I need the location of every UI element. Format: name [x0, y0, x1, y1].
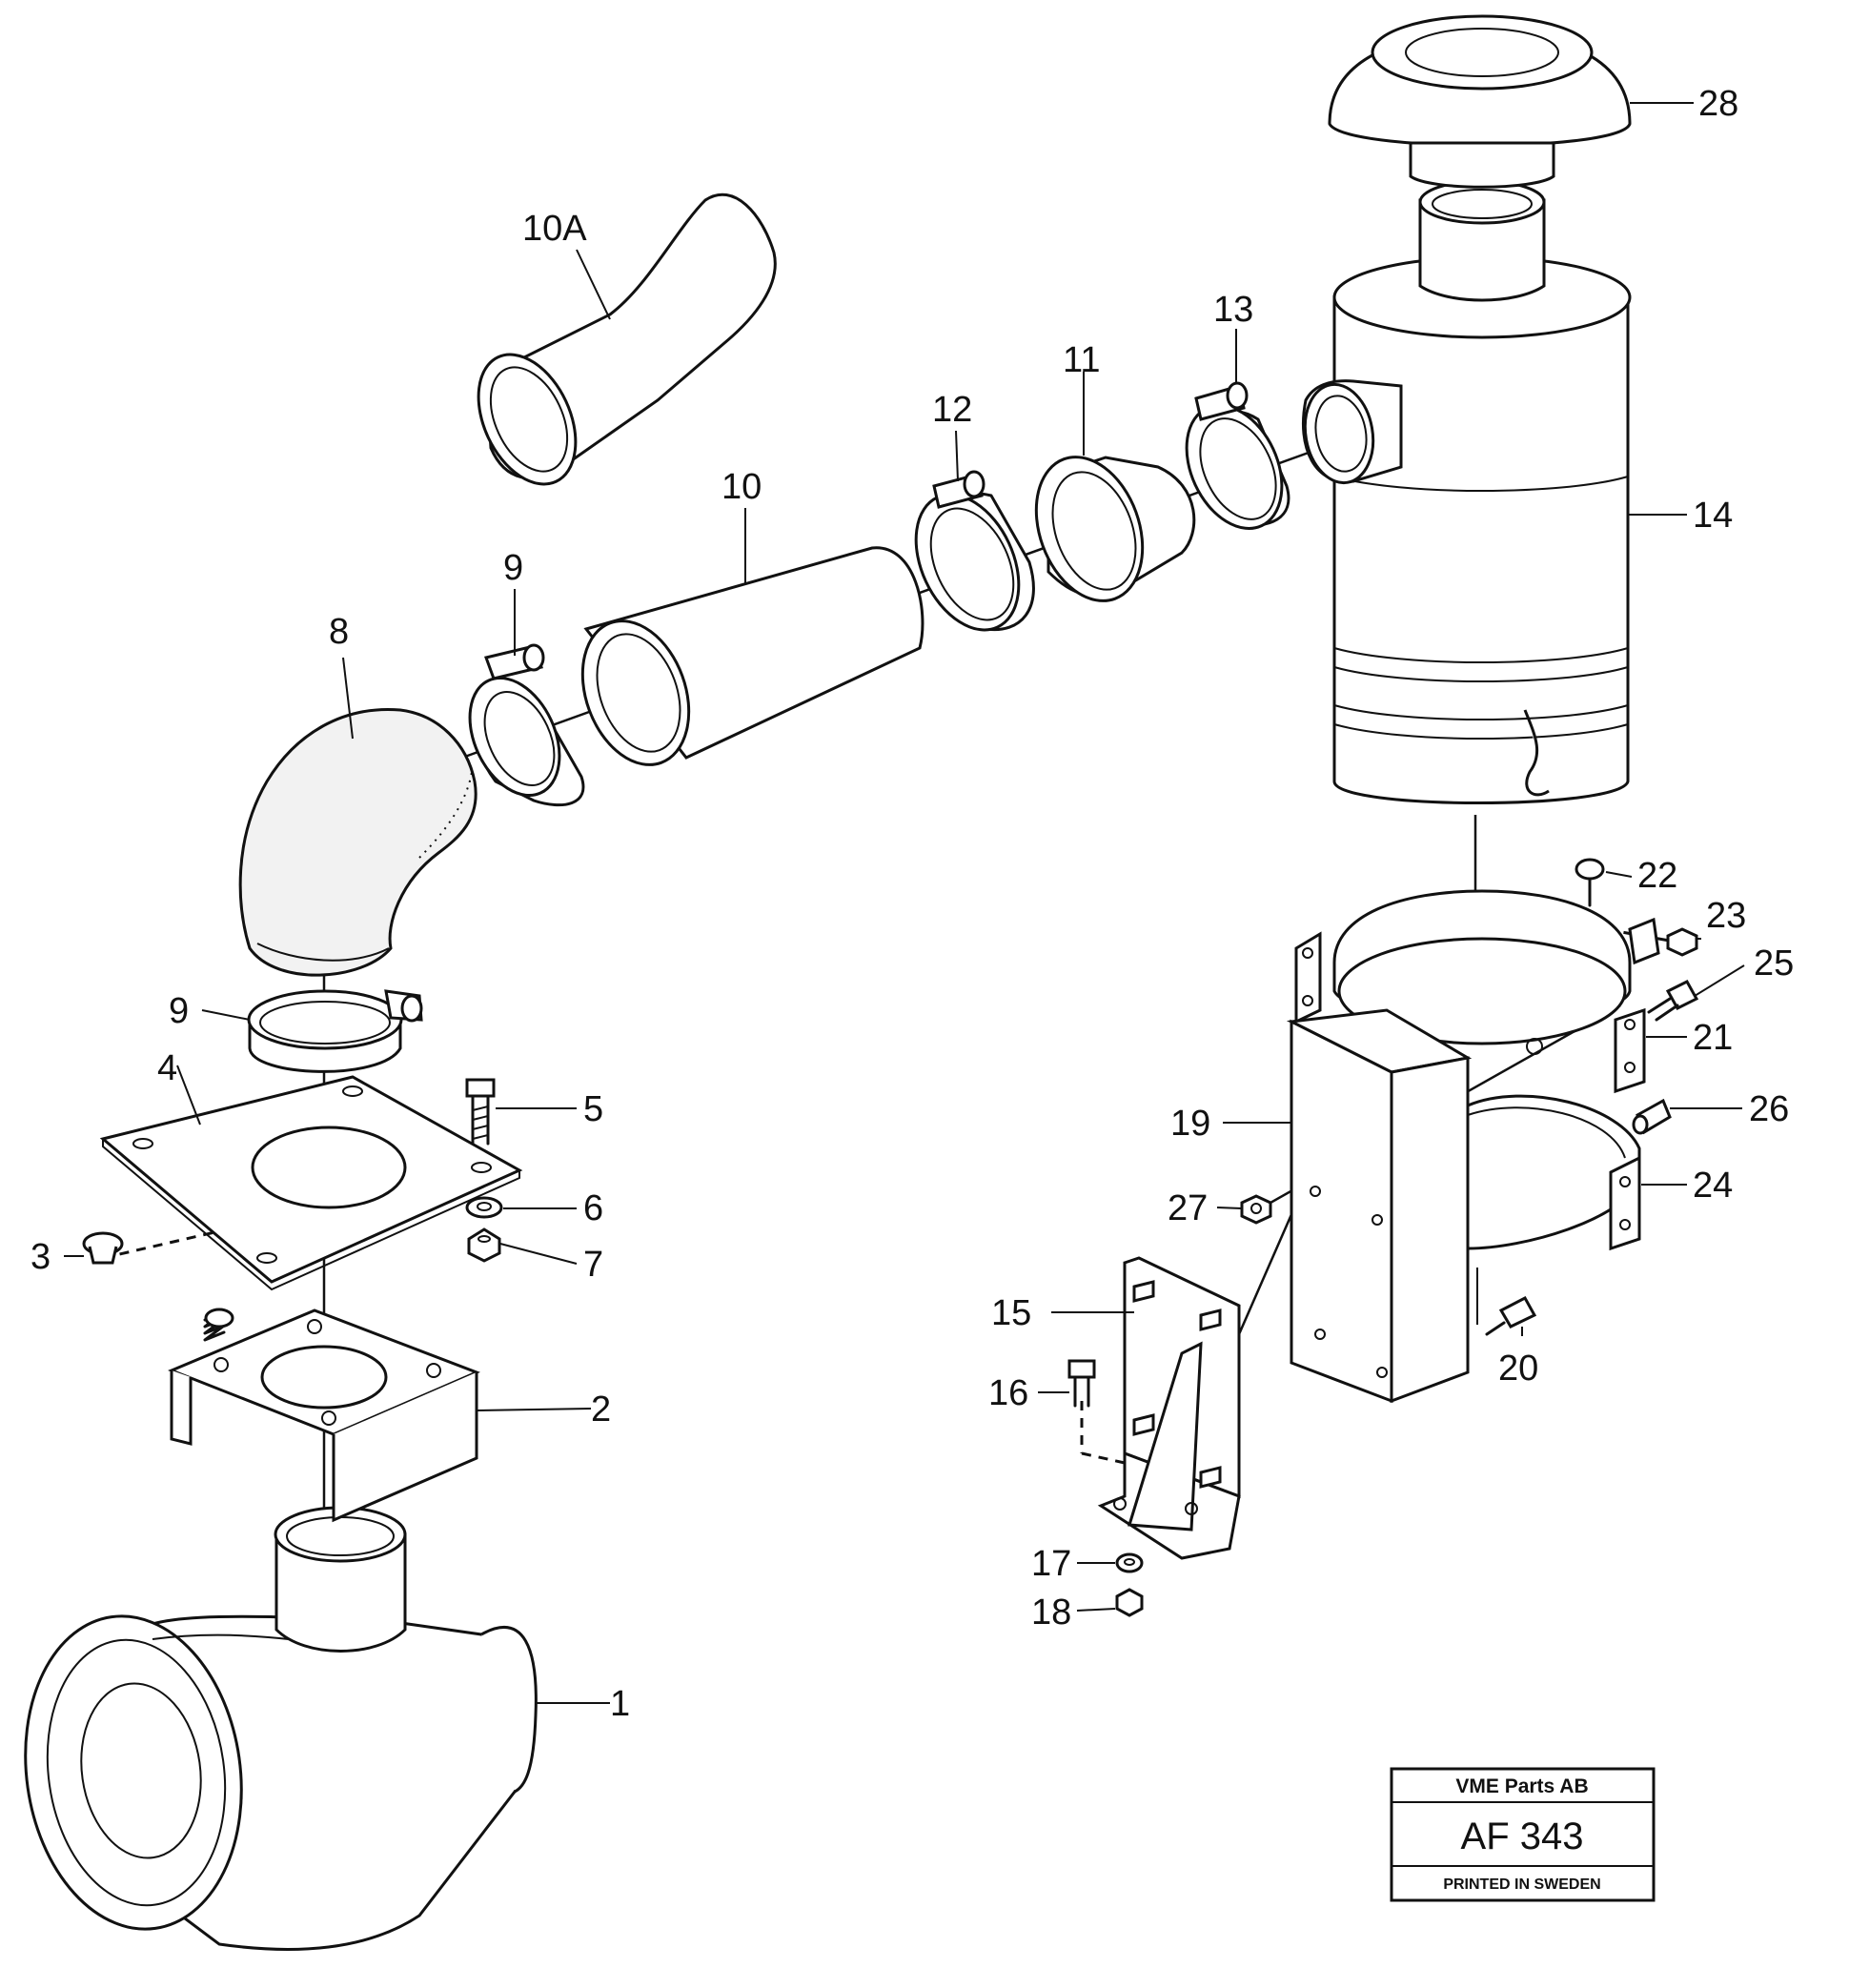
label-part-24: 24 [1693, 1166, 1733, 1206]
strap-lower [1466, 1094, 1641, 1325]
hose-clamp-lower [247, 989, 423, 1073]
bolt-5 [465, 1078, 496, 1146]
washer-6 [465, 1196, 503, 1219]
leader-lines [64, 102, 1745, 1704]
label-part-12: 12 [932, 390, 972, 430]
label-part-21: 21 [1693, 1018, 1733, 1058]
label-part-8: 8 [329, 612, 349, 652]
strap-upper [1294, 889, 1660, 1094]
label-part-7: 7 [583, 1245, 603, 1285]
spacer-26 [1632, 1098, 1672, 1135]
mounting-bracket [168, 1308, 480, 1523]
holder-19 [1286, 1008, 1543, 1404]
label-part-11: 11 [1063, 340, 1100, 380]
support-bracket [1097, 1256, 1241, 1560]
label-part-4: 4 [157, 1048, 177, 1088]
filter-housing-lower [24, 1506, 538, 1952]
label-part-9-lower: 9 [169, 991, 189, 1031]
washer-17 [1115, 1552, 1144, 1573]
label-part-10: 10 [721, 467, 762, 507]
nut-18 [1115, 1588, 1144, 1617]
label-part-20: 20 [1498, 1349, 1538, 1389]
label-part-18: 18 [1031, 1592, 1071, 1633]
label-part-2: 2 [591, 1390, 611, 1430]
label-part-14: 14 [1693, 496, 1733, 536]
nut-7 [467, 1227, 501, 1263]
intake-pipe [580, 546, 924, 766]
label-part-3: 3 [30, 1237, 51, 1277]
label-part-10a: 10A [522, 209, 587, 249]
flange-plate [99, 1075, 523, 1291]
label-part-26: 26 [1749, 1089, 1789, 1129]
screw-20 [1485, 1295, 1537, 1336]
spring-screw [203, 1308, 234, 1342]
hose-clamp-13 [1185, 381, 1290, 530]
label-part-19: 19 [1170, 1104, 1210, 1144]
label-part-28: 28 [1698, 84, 1738, 124]
plate-company: VME Parts AB [1455, 1775, 1588, 1797]
label-part-27: 27 [1168, 1188, 1208, 1228]
part-labels: 1 2 3 4 5 6 7 8 9 9 10 10A 11 12 13 14 1… [30, 84, 1794, 1724]
label-part-16: 16 [988, 1373, 1028, 1413]
plate-footer: PRINTED IN SWEDEN [1443, 1876, 1600, 1893]
reducer-sleeve [1034, 456, 1196, 602]
label-part-6: 6 [583, 1188, 603, 1228]
label-part-25: 25 [1754, 943, 1794, 984]
label-part-23: 23 [1706, 896, 1746, 936]
alternative-pipe [477, 193, 777, 486]
nut-27 [1240, 1194, 1272, 1225]
elbow-hose [238, 707, 477, 977]
hose-clamp-upper [468, 643, 585, 807]
label-part-13: 13 [1213, 290, 1253, 330]
label-part-17: 17 [1031, 1544, 1071, 1584]
label-part-5: 5 [583, 1089, 603, 1129]
air-cleaner [1301, 179, 1632, 804]
bolt-25 [1647, 980, 1699, 1022]
label-part-9-upper: 9 [503, 548, 523, 588]
title-plate: VME Parts AB AF 343 PRINTED IN SWEDEN [1390, 1767, 1656, 1902]
plate-code: AF 343 [1461, 1816, 1584, 1857]
hose-clamp-12 [914, 470, 1035, 632]
rain-cap [1328, 14, 1632, 189]
label-part-15: 15 [991, 1293, 1031, 1333]
label-part-22: 22 [1637, 856, 1677, 896]
nut-23 [1666, 927, 1698, 957]
screw-22 [1575, 858, 1605, 907]
bolt-16 [1067, 1359, 1096, 1408]
plug [82, 1231, 124, 1265]
label-part-1: 1 [610, 1684, 630, 1724]
